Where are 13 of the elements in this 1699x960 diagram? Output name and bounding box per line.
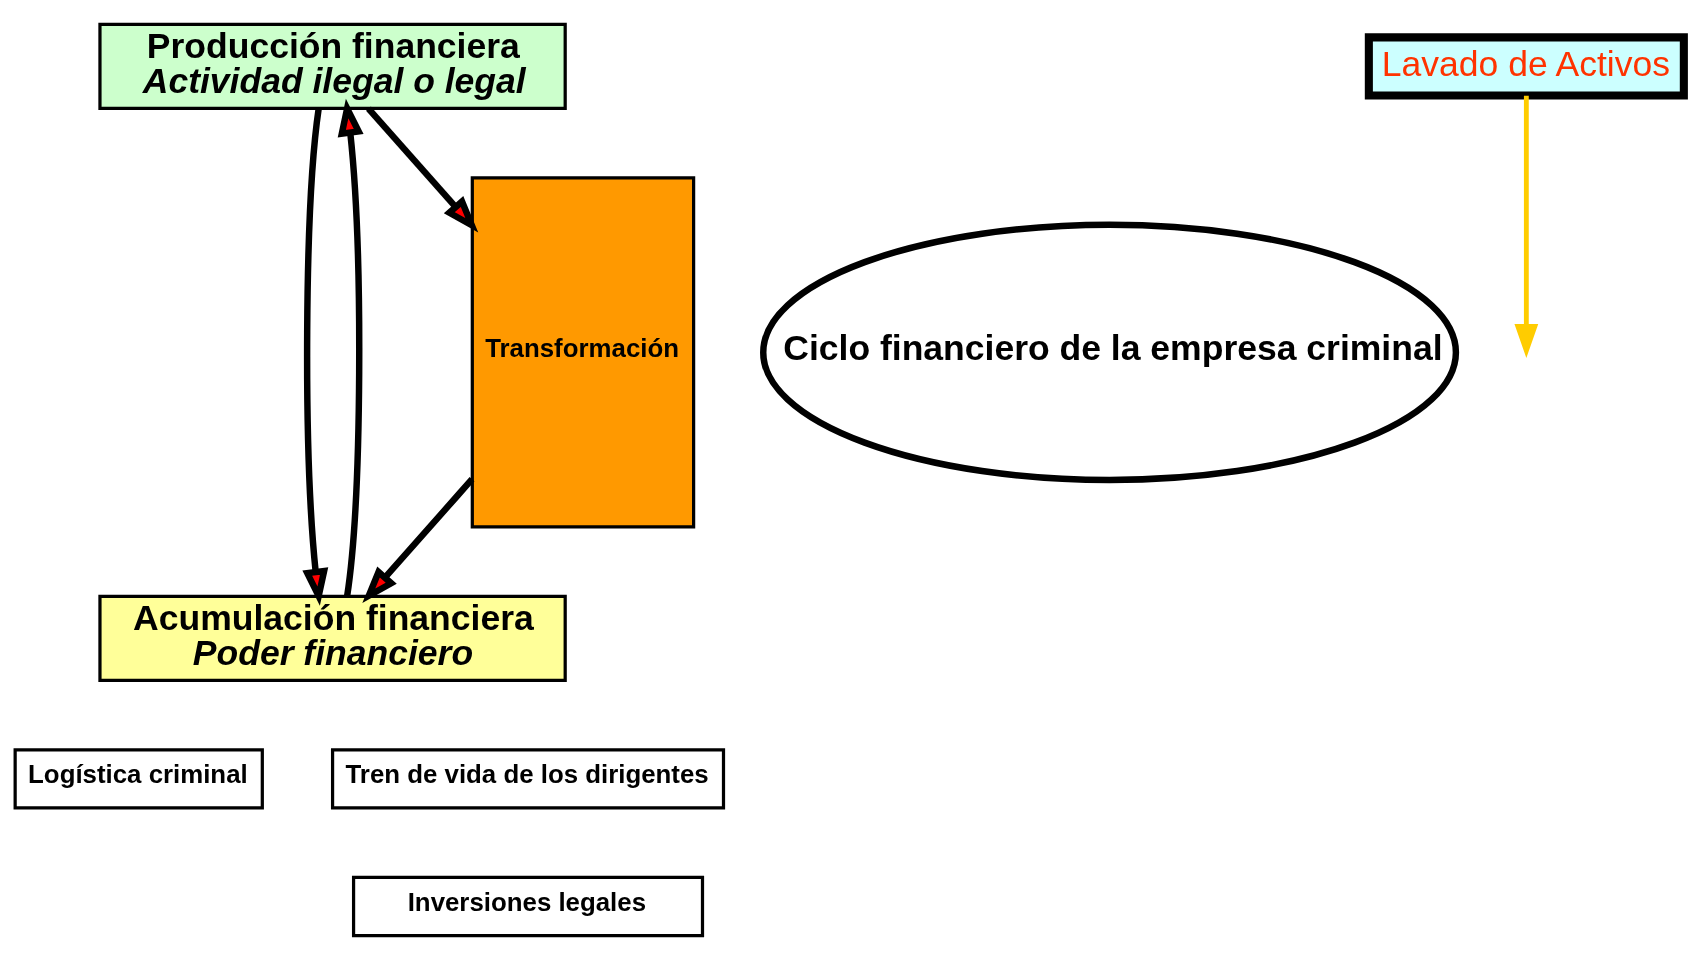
arrow <box>362 477 475 604</box>
arrow <box>337 98 364 597</box>
node-box: Inversiones legales <box>351 875 705 938</box>
arrow <box>1514 95 1539 358</box>
node-box: Lavado de Activos <box>1364 33 1688 100</box>
node-box: Acumulación financiera Poder financiero <box>98 594 567 682</box>
node-ellipse: Ciclo financiero de la empresa criminal <box>760 221 1460 484</box>
arrow <box>366 106 479 233</box>
node-box: Logística criminal <box>13 748 264 810</box>
node-box: Transformación <box>470 176 696 529</box>
node-box: Producción financiera Actividad ilegal o legal <box>98 22 567 111</box>
arrow <box>302 108 329 606</box>
node-box: Tren de vida de los dirigentes <box>330 748 726 810</box>
